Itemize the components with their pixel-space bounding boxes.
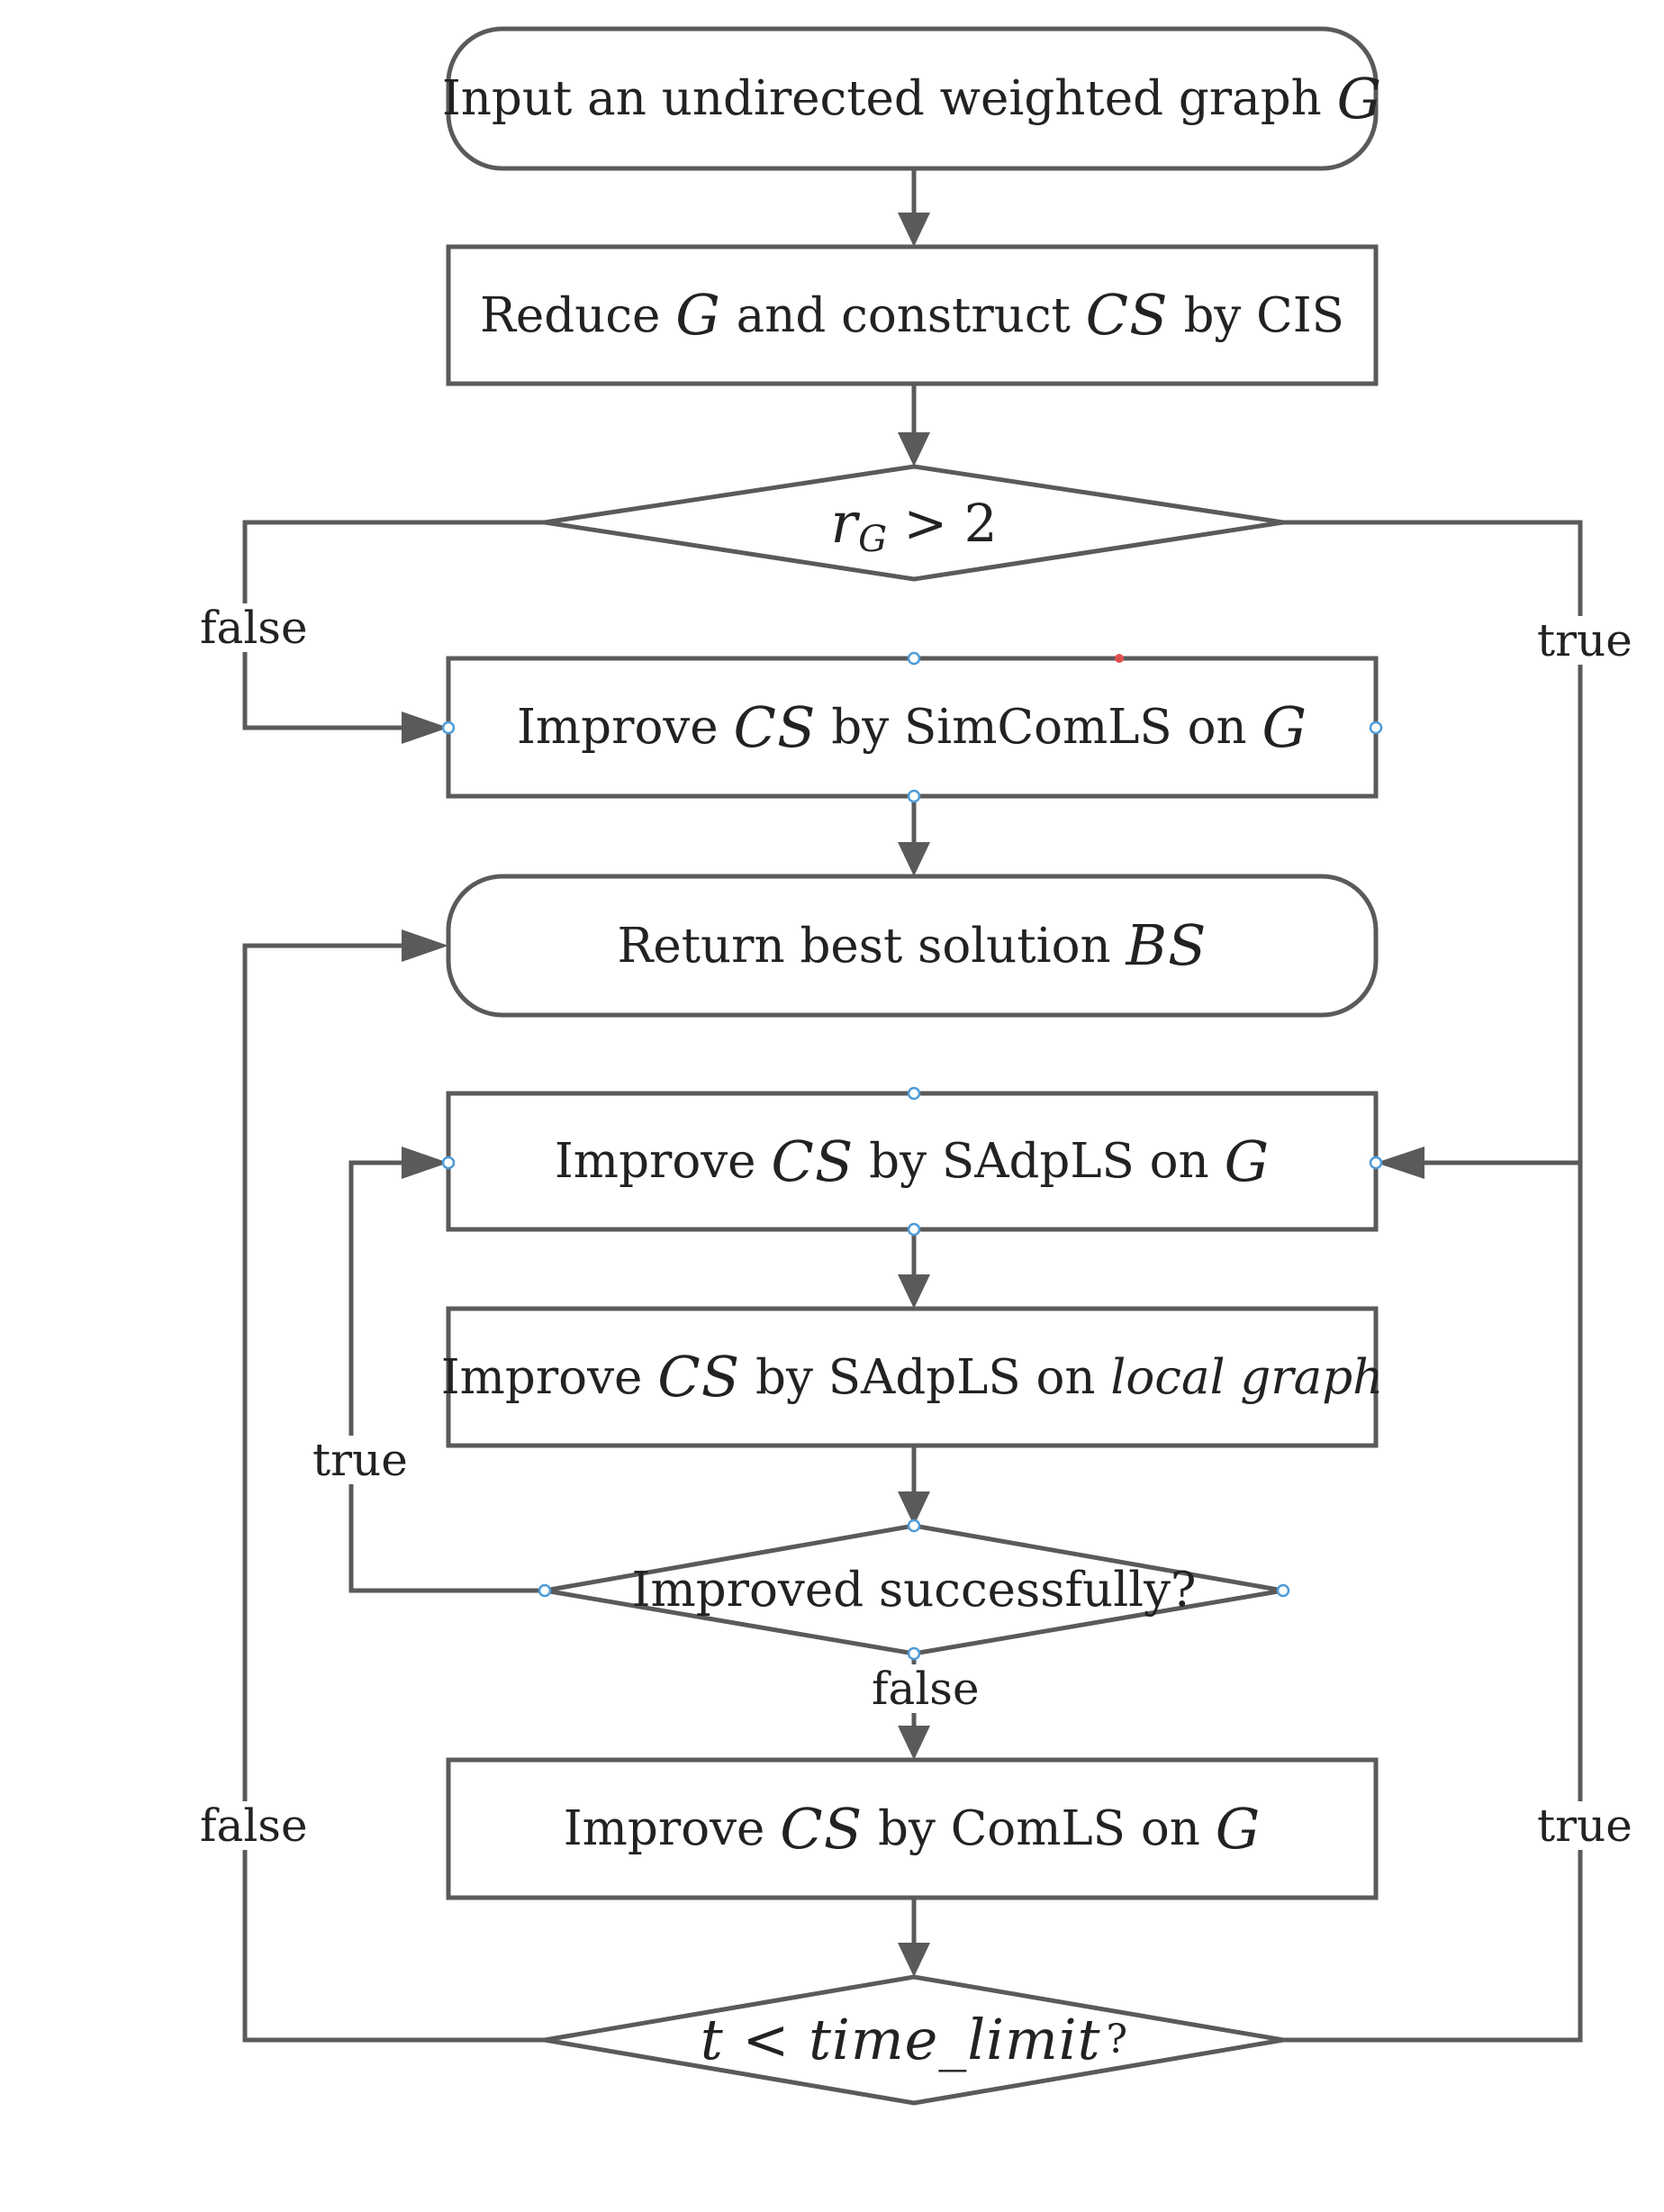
improved-decision-label: Improved successfully?	[545, 1526, 1283, 1654]
reduce-text-mid: and construct	[720, 287, 1086, 343]
arrowhead-reduce-rg	[898, 432, 930, 467]
sadpls-local-node[interactable]	[446, 1306, 1379, 1448]
sadpls-local-text-before: Improve	[440, 1349, 658, 1405]
improved-text: Improved successfully?	[631, 1562, 1197, 1618]
reduce-node-label: Reduce G and construct CS by CIS	[448, 247, 1376, 384]
edge-improved-true	[348, 1160, 545, 1593]
connection-handle[interactable]	[441, 1156, 456, 1170]
edge-label-rg-true: true	[1532, 616, 1638, 665]
connection-handle[interactable]	[907, 789, 921, 803]
reduce-node[interactable]	[446, 244, 1379, 386]
sadpls-g-text-mid: by SAdpLS on	[854, 1134, 1225, 1189]
comls-text-before: Improve	[563, 1801, 781, 1856]
time-decision-label: t < time_limit?	[545, 1977, 1283, 2103]
connection-handle[interactable]	[907, 651, 921, 666]
connection-handle[interactable]	[1369, 1156, 1383, 1170]
reduce-text-before: Reduce	[480, 287, 676, 343]
sadpls-local-node-label: Improve CS by SAdpLS on local graph	[441, 1309, 1384, 1446]
connection-handle[interactable]	[907, 1646, 921, 1661]
comls-node-label: Improve CS by ComLS on G	[448, 1760, 1376, 1898]
edge-label-time-true: true	[1532, 1801, 1638, 1850]
edge-label-improved-false: false	[866, 1664, 985, 1713]
graph-symbol: G	[1215, 1795, 1262, 1862]
arrowhead-improved-true	[402, 1147, 448, 1179]
cs-symbol: CS	[771, 1128, 855, 1194]
cs-symbol: CS	[1085, 282, 1169, 348]
arrowhead-simcomls-return	[898, 842, 930, 876]
rg-condition-op: > 2	[887, 492, 998, 554]
simcomls-text-before: Improve	[516, 700, 734, 755]
local-graph-text: local graph	[1110, 1349, 1384, 1405]
return-text: Return best solution	[617, 918, 1126, 974]
connection-handle[interactable]	[907, 1086, 921, 1101]
comls-text-mid: by ComLS on	[863, 1801, 1216, 1856]
connection-handle[interactable]	[1276, 1583, 1290, 1598]
connection-handle[interactable]	[1369, 721, 1383, 735]
arrowhead-rg-false	[402, 712, 448, 744]
edge-rg-true	[1283, 520, 1583, 1165]
graph-symbol: G	[1262, 694, 1308, 760]
time-condition-mark: ?	[1106, 2017, 1128, 2062]
graph-symbol: G	[1224, 1128, 1271, 1194]
edge-time-true	[1283, 1163, 1583, 2043]
edge-label-rg-false: false	[194, 603, 313, 652]
cs-symbol: CS	[657, 1344, 741, 1410]
arrowhead-comls-time	[898, 1943, 930, 1977]
arrowhead-time-false	[402, 929, 448, 962]
edge-time-false	[242, 943, 545, 2043]
connection-handle[interactable]	[538, 1583, 552, 1598]
input-node-label: Input an undirected weighted graph G	[442, 29, 1381, 168]
cs-symbol: CS	[733, 694, 817, 760]
time-condition-expr: t < time_limit	[700, 2007, 1101, 2072]
cs-symbol: CS	[780, 1795, 864, 1862]
simcomls-node-label: Improve CS by SimComLS on G	[448, 658, 1376, 796]
connection-handle[interactable]	[907, 1222, 921, 1237]
r-subscript: G	[858, 518, 888, 560]
bs-symbol: BS	[1126, 912, 1207, 978]
simcomls-text-mid: by SimComLS on	[816, 700, 1262, 755]
reduce-text-after: by CIS	[1168, 287, 1344, 343]
arrowhead-rg-true	[1376, 1147, 1424, 1179]
sadpls-g-text-before: Improve	[554, 1134, 772, 1189]
connection-handle[interactable]	[441, 721, 456, 735]
graph-symbol: G	[1336, 65, 1383, 131]
comls-node[interactable]	[446, 1757, 1379, 1900]
r-symbol: r	[830, 489, 859, 556]
arrowhead-sadpls-g-local	[898, 1274, 930, 1309]
sadpls-g-node-label: Improve CS by SAdpLS on G	[448, 1093, 1376, 1229]
arrowhead-improved-false	[898, 1726, 930, 1760]
arrowhead-input-reduce	[898, 213, 930, 247]
graph-symbol: G	[675, 282, 721, 348]
edge-label-improved-true: true	[307, 1436, 413, 1484]
arrowhead-local-improved	[898, 1491, 930, 1526]
sadpls-local-text-mid: by SAdpLS on	[740, 1349, 1111, 1405]
edge-label-time-false: false	[194, 1801, 313, 1850]
connection-handle-marker[interactable]	[1115, 654, 1124, 663]
return-node-label: Return best solution BS	[448, 876, 1376, 1015]
input-text: Input an undirected weighted graph	[441, 71, 1337, 126]
connection-handle[interactable]	[907, 1518, 921, 1533]
